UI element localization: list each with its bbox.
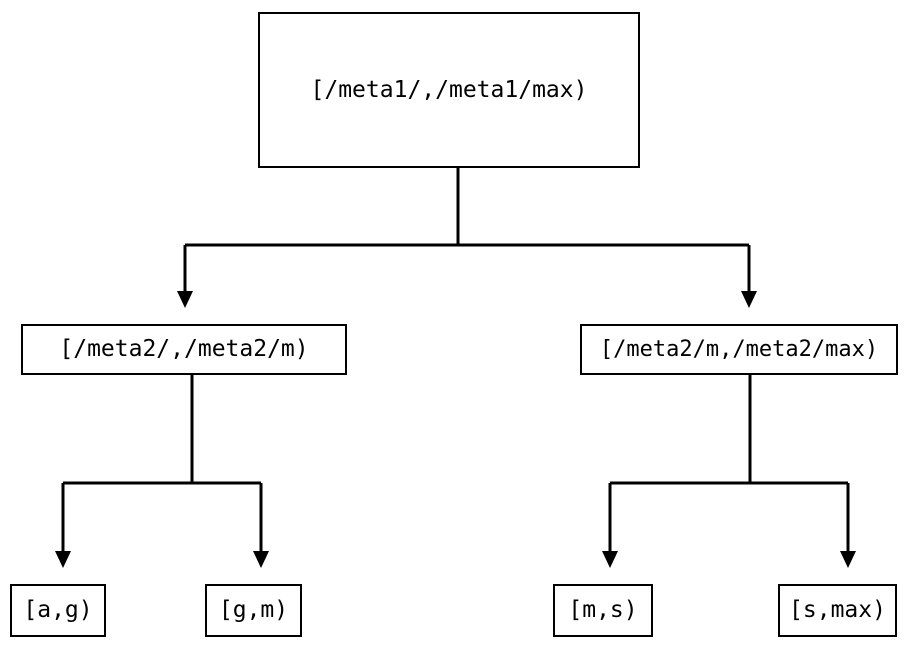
arrowhead-to-meta2-low	[177, 291, 193, 308]
node-leaf-s-max-label: [s,max)	[789, 597, 886, 623]
arrowhead-to-leaf-ag	[55, 551, 71, 568]
arrowhead-to-leaf-ms	[602, 551, 618, 568]
node-root: [/meta1/,/meta1/max)	[258, 12, 640, 168]
node-meta2-high: [/meta2/m,/meta2/max)	[580, 324, 898, 375]
node-leaf-m-s-label: [m,s)	[568, 597, 638, 623]
arrowhead-to-leaf-gm	[253, 551, 269, 568]
node-leaf-a-g: [a,g)	[10, 584, 106, 637]
arrowhead-to-leaf-smax	[840, 551, 856, 568]
node-meta2-low-label: [/meta2/,/meta2/m)	[59, 336, 309, 362]
arrowhead-to-meta2-high	[741, 291, 757, 308]
node-leaf-m-s: [m,s)	[553, 584, 653, 637]
node-leaf-g-m-label: [g,m)	[218, 597, 289, 623]
node-leaf-s-max: [s,max)	[778, 584, 897, 637]
node-leaf-g-m: [g,m)	[205, 584, 302, 637]
node-meta2-low: [/meta2/,/meta2/m)	[21, 324, 347, 375]
node-leaf-a-g-label: [a,g)	[23, 597, 93, 623]
node-meta2-high-label: [/meta2/m,/meta2/max)	[599, 336, 879, 362]
node-root-label: [/meta1/,/meta1/max)	[310, 76, 588, 103]
